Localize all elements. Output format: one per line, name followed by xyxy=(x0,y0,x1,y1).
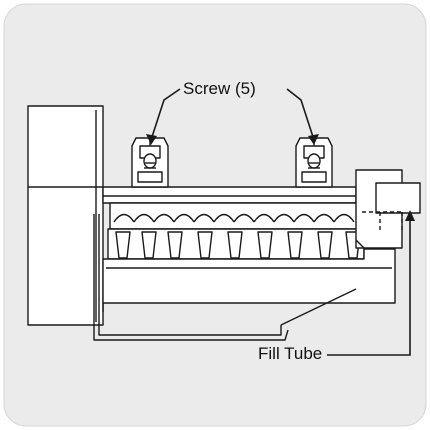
screw-arrow-right xyxy=(308,134,319,145)
fill-tube-label: Fill Tube xyxy=(258,344,323,363)
storage-tray xyxy=(93,214,396,341)
ejector-fingers xyxy=(107,228,365,260)
screw-leader-right xyxy=(286,88,315,141)
fill-tube-leader xyxy=(327,214,411,356)
screw-leader-left xyxy=(150,88,181,141)
fill-tube-arrow xyxy=(405,210,415,221)
fill-cup xyxy=(355,169,421,249)
screw-arrow-left xyxy=(146,134,157,145)
screw-post-left xyxy=(131,137,169,188)
ice-mold xyxy=(109,202,359,230)
mounting-bracket xyxy=(102,186,357,204)
screw-label: Screw (5) xyxy=(183,79,256,98)
screw-post-right xyxy=(295,137,333,188)
motor-housing xyxy=(27,105,104,326)
